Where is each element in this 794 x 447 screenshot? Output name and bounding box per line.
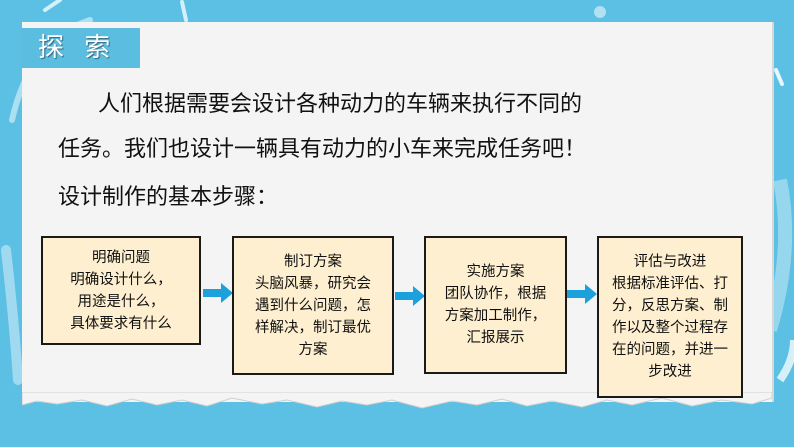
- step-line: 遇到什么问题，怎: [255, 297, 371, 314]
- intro-paragraph-line2: 任务。我们也设计一辆具有动力的小车来完成任务吧！: [58, 137, 587, 162]
- step-line: 方案加工制作，: [444, 308, 547, 324]
- torn-paper-edge: [22, 392, 772, 409]
- step-line: 步改进: [648, 364, 692, 380]
- step-line: 方案: [298, 341, 328, 358]
- step-title: 制订方案: [284, 253, 342, 270]
- step-line: 在的问题，并进一: [612, 342, 728, 358]
- step-line: 根据标准评估、打: [612, 276, 728, 292]
- step-title: 实施方案: [466, 264, 525, 280]
- step-line: 分，反思方案、制: [612, 298, 728, 314]
- step-line: 作以及整个过程存: [612, 320, 728, 336]
- intro-paragraph-line1: 人们根据需要会设计各种动力的车辆来执行不同的: [98, 92, 583, 117]
- step-line: 头脑风暴，研究会: [255, 275, 371, 292]
- step-title: 评估与改进: [633, 254, 707, 270]
- arrow-right-icon: [567, 284, 597, 304]
- step-line: 汇报展示: [466, 330, 525, 346]
- step-line: 具体要求有什么: [70, 315, 172, 332]
- step-box-evaluate-improve: 评估与改进 根据标准评估、打 分，反思方案、制 作以及整个过程存 在的问题，并进…: [597, 236, 743, 398]
- step-box-define-problem: 明确问题 明确设计什么， 用途是什么， 具体要求有什么: [41, 236, 201, 345]
- step-line: 样解决，制订最优: [255, 319, 371, 336]
- step-title: 明确问题: [92, 249, 150, 266]
- arrow-right-icon: [203, 283, 233, 303]
- step-box-implement-plan: 实施方案 团队协作，根据 方案加工制作， 汇报展示: [424, 236, 567, 374]
- step-line: 用途是什么，: [77, 293, 165, 310]
- arrow-right-icon: [395, 286, 425, 306]
- step-line: 明确设计什么，: [70, 271, 172, 288]
- section-title: 探 索: [22, 28, 140, 68]
- steps-heading: 设计制作的基本步骤：: [58, 185, 279, 210]
- step-box-make-plan: 制订方案 头脑风暴，研究会 遇到什么问题，怎 样解决，制订最优 方案: [232, 236, 394, 375]
- step-line: 团队协作，根据: [444, 286, 547, 302]
